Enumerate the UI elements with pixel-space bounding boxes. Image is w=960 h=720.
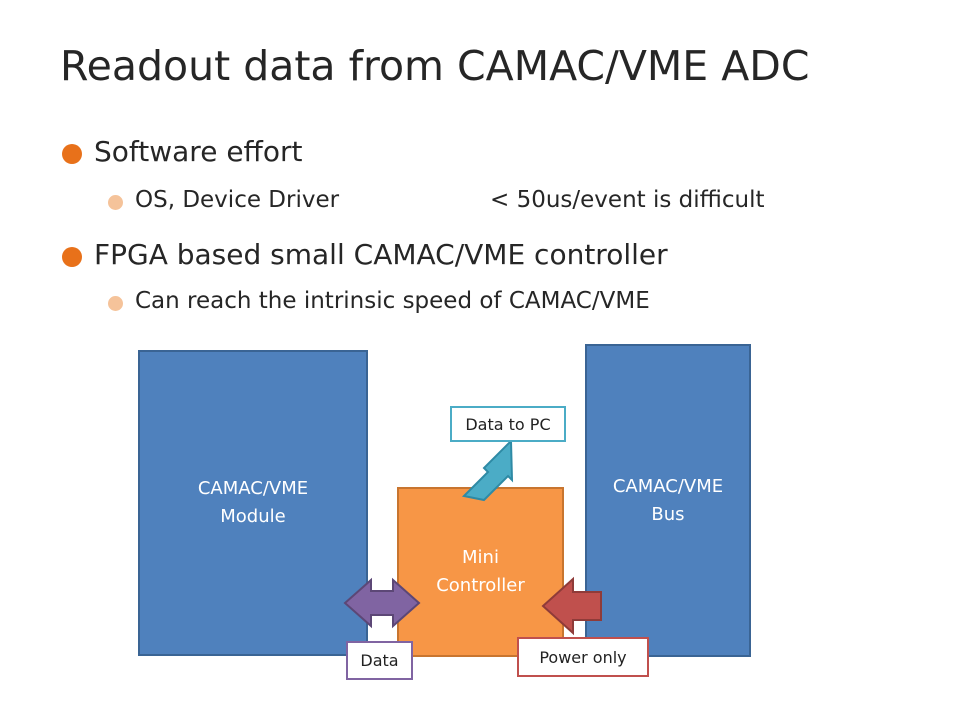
sub-bullet-dot-icon (108, 195, 123, 210)
bullet-text: Software effort (94, 135, 303, 168)
power-arrow-icon (541, 576, 602, 636)
sub-bullet-dot-icon (108, 296, 123, 311)
data-to-pc-arrow-icon (461, 438, 514, 502)
bullet-dot-icon (62, 144, 82, 164)
sub-bullet-note: < 50us/event is difficult (490, 187, 765, 213)
bullet-text: FPGA based small CAMAC/VME controller (94, 238, 668, 271)
sub-bullet-text: Can reach the intrinsic speed of CAMAC/V… (135, 288, 650, 314)
sub-bullet-text: OS, Device Driver (135, 187, 340, 213)
camac-vme-module-box: CAMAC/VME Module (138, 350, 368, 656)
data-label: Data (346, 641, 413, 680)
camac-vme-bus-box: CAMAC/VME Bus (585, 344, 751, 657)
mini-controller-box: Mini Controller (397, 487, 564, 657)
slide-title: Readout data from CAMAC/VME ADC (60, 42, 810, 90)
power-only-label: Power only (517, 637, 649, 677)
data-to-pc-label: Data to PC (450, 406, 566, 442)
bullet-dot-icon (62, 247, 82, 267)
data-bidirectional-arrow-icon (343, 577, 421, 629)
